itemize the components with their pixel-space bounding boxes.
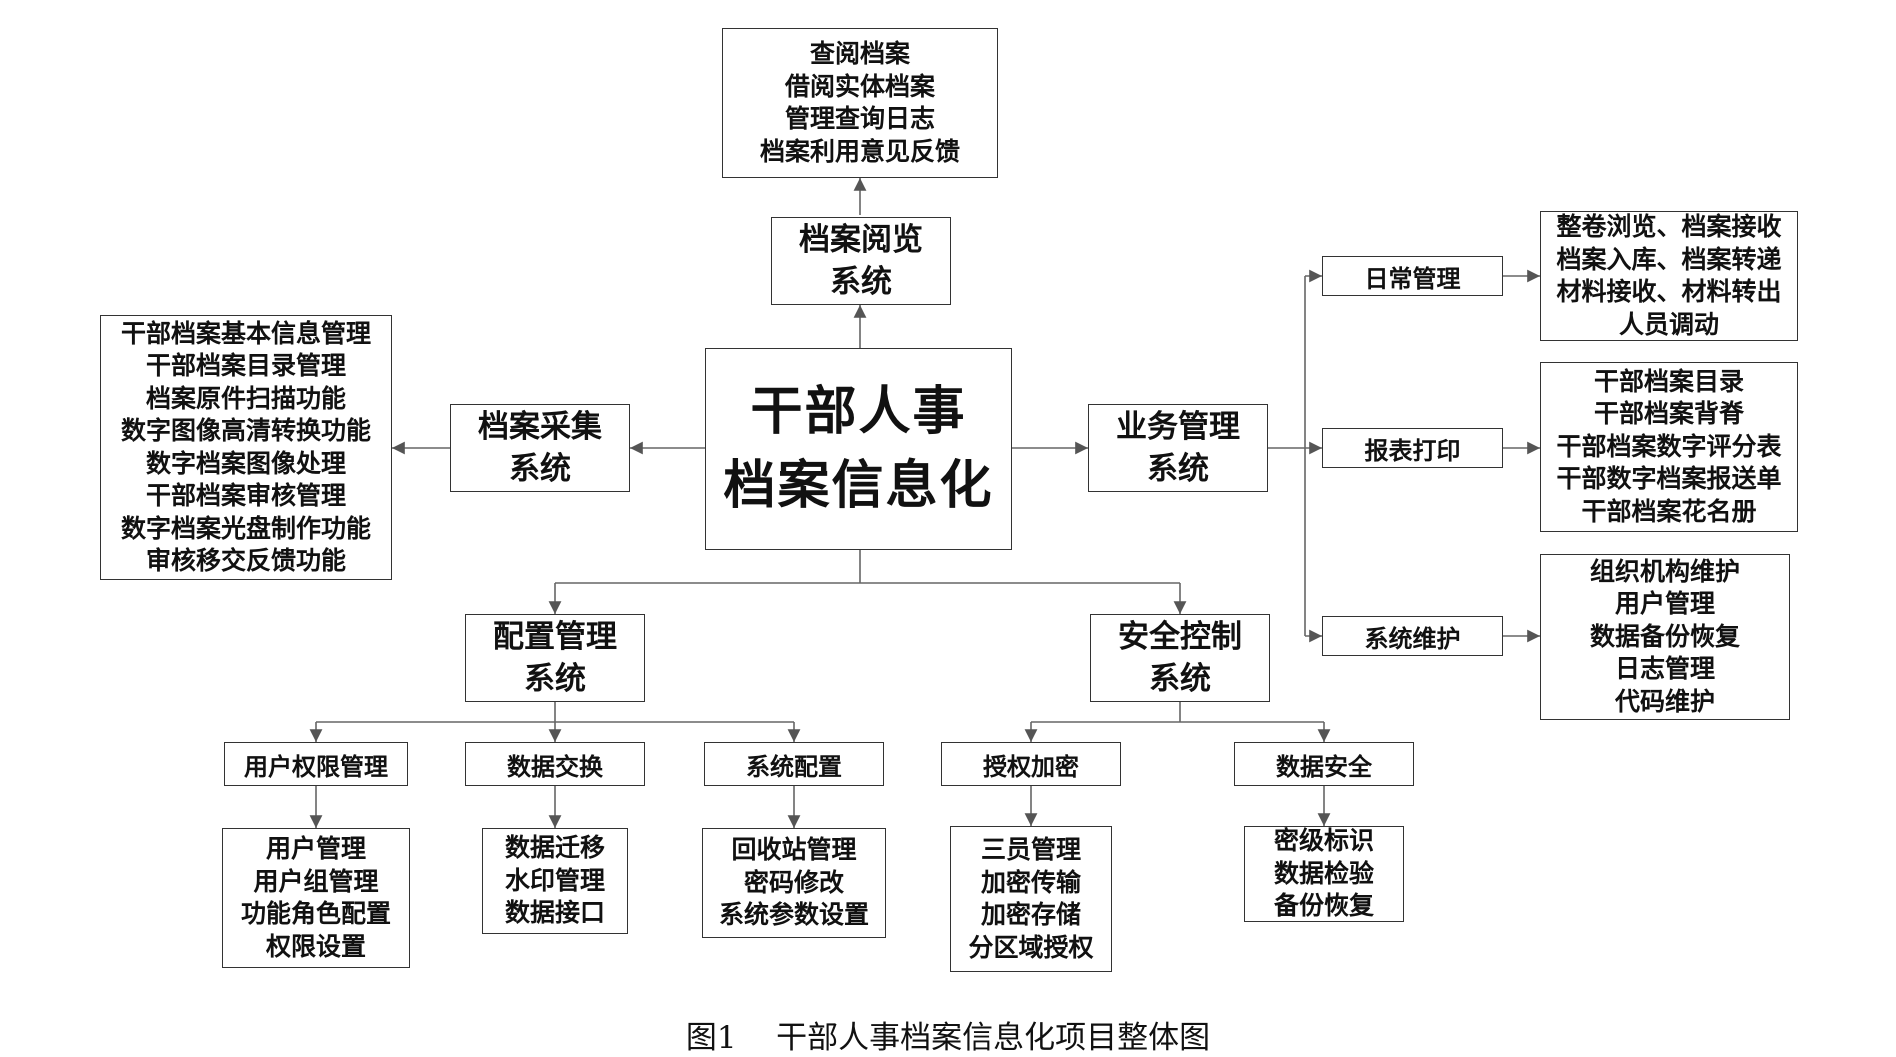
module-label: 数据安全 [1276, 751, 1372, 781]
authenc-item: 分区域授权 [968, 932, 1094, 962]
userperm-item: 权限设置 [265, 931, 366, 961]
report-item: 干部档案背脊 [1593, 399, 1744, 429]
module-label: 系统维护 [1364, 623, 1461, 653]
exchange-item: 水印管理 [504, 865, 605, 895]
module-system-maintenance: 系统维护 [1322, 616, 1503, 656]
figure-caption: 图1 干部人事档案信息化项目整体图 [0, 1012, 1896, 1057]
collection-item: 数字图像高清转换功能 [120, 416, 371, 445]
datasec-item: 备份恢复 [1273, 891, 1374, 921]
business-system-node: 业务管理 系统 [1088, 404, 1268, 492]
collection-item: 数字档案图像处理 [145, 448, 346, 478]
module-daily-management: 日常管理 [1322, 256, 1503, 296]
browse-title-line-1: 档案阅览 [799, 222, 923, 258]
security-system-node: 安全控制 系统 [1090, 614, 1270, 702]
config-title-line-2: 系统 [524, 661, 586, 697]
collection-title-line-2: 系统 [509, 451, 571, 487]
module-label: 数据交换 [507, 751, 603, 781]
datasec-item: 密级标识 [1273, 826, 1374, 856]
collection-items-box: 干部档案基本信息管理 干部档案目录管理 档案原件扫描功能 数字图像高清转换功能 … [100, 315, 392, 580]
sysconfig-item: 密码修改 [743, 867, 844, 897]
center-line-1: 干部人事 [750, 381, 967, 442]
maintenance-item: 日志管理 [1614, 654, 1715, 684]
module-auth-encryption: 授权加密 [941, 742, 1121, 786]
security-title-line-1: 安全控制 [1118, 619, 1242, 655]
collection-item: 干部档案基本信息管理 [120, 318, 371, 348]
browse-item: 管理查询日志 [784, 104, 935, 133]
module-label: 用户权限管理 [244, 751, 388, 781]
exchange-item: 数据接口 [504, 898, 605, 928]
browse-system-node: 档案阅览 系统 [771, 217, 951, 305]
authenc-item: 三员管理 [980, 835, 1081, 864]
collection-item: 干部档案审核管理 [145, 481, 346, 510]
browse-item: 档案利用意见反馈 [759, 136, 960, 166]
exchange-items-box: 数据迁移 水印管理 数据接口 [482, 828, 628, 934]
report-item: 干部档案数字评分表 [1556, 431, 1782, 461]
collection-item: 档案原件扫描功能 [145, 383, 346, 413]
collection-item: 审核移交反馈功能 [145, 546, 346, 575]
center-node: 干部人事 档案信息化 [705, 348, 1012, 550]
collection-title-line-1: 档案采集 [478, 409, 602, 445]
report-item: 干部数字档案报送单 [1556, 464, 1782, 494]
module-label: 系统配置 [746, 751, 842, 781]
security-title-line-2: 系统 [1149, 661, 1211, 697]
collection-item: 数字档案光盘制作功能 [120, 513, 371, 543]
module-user-permission: 用户权限管理 [224, 742, 408, 786]
maintenance-item: 代码维护 [1614, 686, 1715, 716]
module-label: 报表打印 [1364, 435, 1461, 465]
config-system-node: 配置管理 系统 [465, 614, 645, 702]
exchange-item: 数据迁移 [504, 833, 605, 863]
userperm-items-box: 用户管理 用户组管理 功能角色配置 权限设置 [222, 828, 410, 968]
datasec-item: 数据检验 [1273, 858, 1374, 888]
browse-title-line-2: 系统 [830, 264, 892, 300]
authenc-item: 加密存储 [980, 900, 1081, 929]
browse-item: 借阅实体档案 [784, 71, 935, 101]
collection-item: 干部档案目录管理 [145, 351, 346, 380]
daily-item: 材料接收、材料转出 [1556, 277, 1782, 306]
module-data-security: 数据安全 [1234, 742, 1414, 786]
report-item: 干部档案花名册 [1581, 496, 1757, 526]
sysconfig-items-box: 回收站管理 密码修改 系统参数设置 [702, 828, 886, 938]
business-title-line-1: 业务管理 [1116, 409, 1240, 445]
maintenance-item: 组织机构维护 [1589, 556, 1740, 586]
userperm-item: 用户组管理 [253, 866, 379, 896]
caption-text: 干部人事档案信息化项目整体图 [776, 1020, 1211, 1056]
userperm-item: 用户管理 [265, 834, 366, 863]
sysconfig-item: 系统参数设置 [718, 900, 869, 930]
userperm-item: 功能角色配置 [240, 899, 391, 928]
sysconfig-item: 回收站管理 [731, 835, 857, 865]
center-line-2: 档案信息化 [723, 455, 994, 516]
module-data-exchange: 数据交换 [465, 742, 645, 786]
maintenance-items-box: 组织机构维护 用户管理 数据备份恢复 日志管理 代码维护 [1540, 554, 1790, 720]
report-items-box: 干部档案目录 干部档案背脊 干部档案数字评分表 干部数字档案报送单 干部档案花名… [1540, 362, 1798, 532]
config-title-line-1: 配置管理 [493, 619, 617, 655]
daily-items-box: 整卷浏览、档案接收 档案入库、档案转递 材料接收、材料转出 人员调动 [1540, 211, 1798, 341]
authenc-item: 加密传输 [980, 867, 1081, 897]
maintenance-item: 用户管理 [1614, 589, 1715, 619]
caption-number: 图1 [685, 1020, 737, 1056]
browse-item: 查阅档案 [809, 39, 910, 68]
browse-items-box: 查阅档案 借阅实体档案 管理查询日志 档案利用意见反馈 [722, 28, 998, 178]
module-report-print: 报表打印 [1322, 428, 1503, 468]
module-system-config: 系统配置 [704, 742, 884, 786]
collection-system-node: 档案采集 系统 [450, 404, 630, 492]
maintenance-item: 数据备份恢复 [1589, 621, 1740, 651]
business-title-line-2: 系统 [1147, 451, 1209, 487]
authenc-items-box: 三员管理 加密传输 加密存储 分区域授权 [950, 826, 1112, 972]
datasec-items-box: 密级标识 数据检验 备份恢复 [1244, 826, 1404, 922]
daily-item: 整卷浏览、档案接收 [1556, 212, 1782, 241]
module-label: 日常管理 [1364, 263, 1461, 293]
report-item: 干部档案目录 [1593, 366, 1744, 396]
module-label: 授权加密 [983, 751, 1079, 781]
daily-item: 人员调动 [1618, 309, 1719, 339]
daily-item: 档案入库、档案转递 [1556, 244, 1782, 274]
